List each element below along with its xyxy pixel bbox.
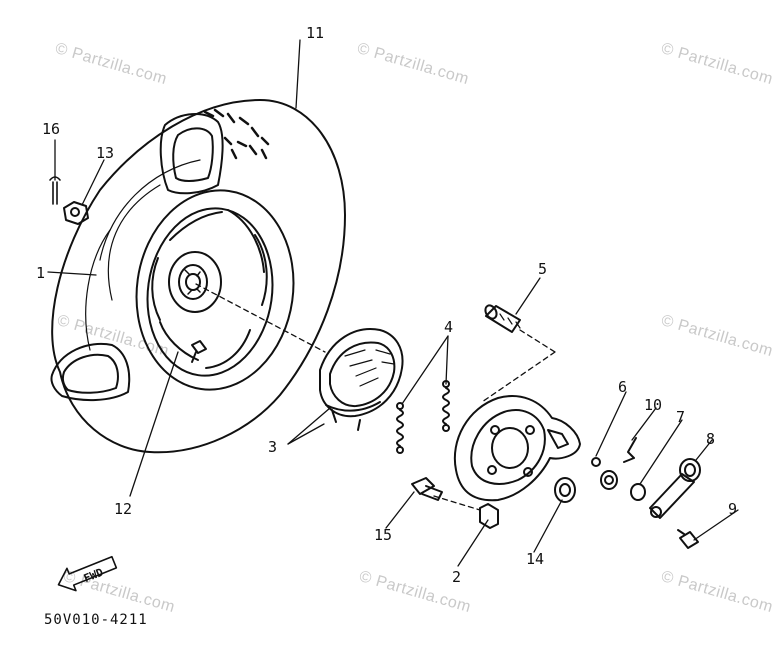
callout-labels: 11 16 13 1 5 4 6 10 7 3 8 12 9 15 14 2 F… bbox=[36, 24, 737, 586]
fwd-label: FWD bbox=[82, 566, 106, 586]
wheel-tire-assembly bbox=[50, 99, 346, 454]
fwd-arrow bbox=[57, 555, 118, 592]
lever-bolt bbox=[677, 529, 699, 549]
callout-11: 11 bbox=[306, 24, 324, 42]
callout-12: 12 bbox=[114, 500, 132, 518]
callout-16: 16 bbox=[42, 120, 60, 138]
callout-7: 7 bbox=[676, 408, 685, 426]
axle-nut bbox=[63, 201, 89, 225]
callout-9: 9 bbox=[728, 500, 737, 518]
diagram-code: 50V010-4211 bbox=[44, 612, 148, 628]
callout-5: 5 bbox=[538, 260, 547, 278]
callout-8: 8 bbox=[706, 430, 715, 448]
callout-4: 4 bbox=[444, 318, 453, 336]
callout-10: 10 bbox=[644, 396, 662, 414]
callout-6: 6 bbox=[618, 378, 627, 396]
callout-3: 3 bbox=[268, 438, 277, 456]
callout-14: 14 bbox=[526, 550, 544, 568]
o-ring bbox=[591, 457, 601, 467]
return-spring bbox=[600, 437, 637, 490]
brake-shoe-springs bbox=[396, 380, 450, 454]
callout-13: 13 bbox=[96, 144, 114, 162]
cotter-pin bbox=[49, 176, 61, 205]
plate-bolt bbox=[411, 477, 443, 501]
brake-backing-plate bbox=[453, 395, 581, 529]
anchor-pin bbox=[484, 304, 521, 333]
brake-shoe-set bbox=[319, 328, 404, 431]
brake-cam-lever bbox=[649, 458, 701, 519]
callout-1: 1 bbox=[36, 264, 45, 282]
oil-seal bbox=[554, 477, 576, 503]
leader-lines bbox=[47, 39, 739, 567]
callout-15: 15 bbox=[374, 526, 392, 544]
washer bbox=[630, 483, 646, 501]
callout-2: 2 bbox=[452, 568, 461, 586]
